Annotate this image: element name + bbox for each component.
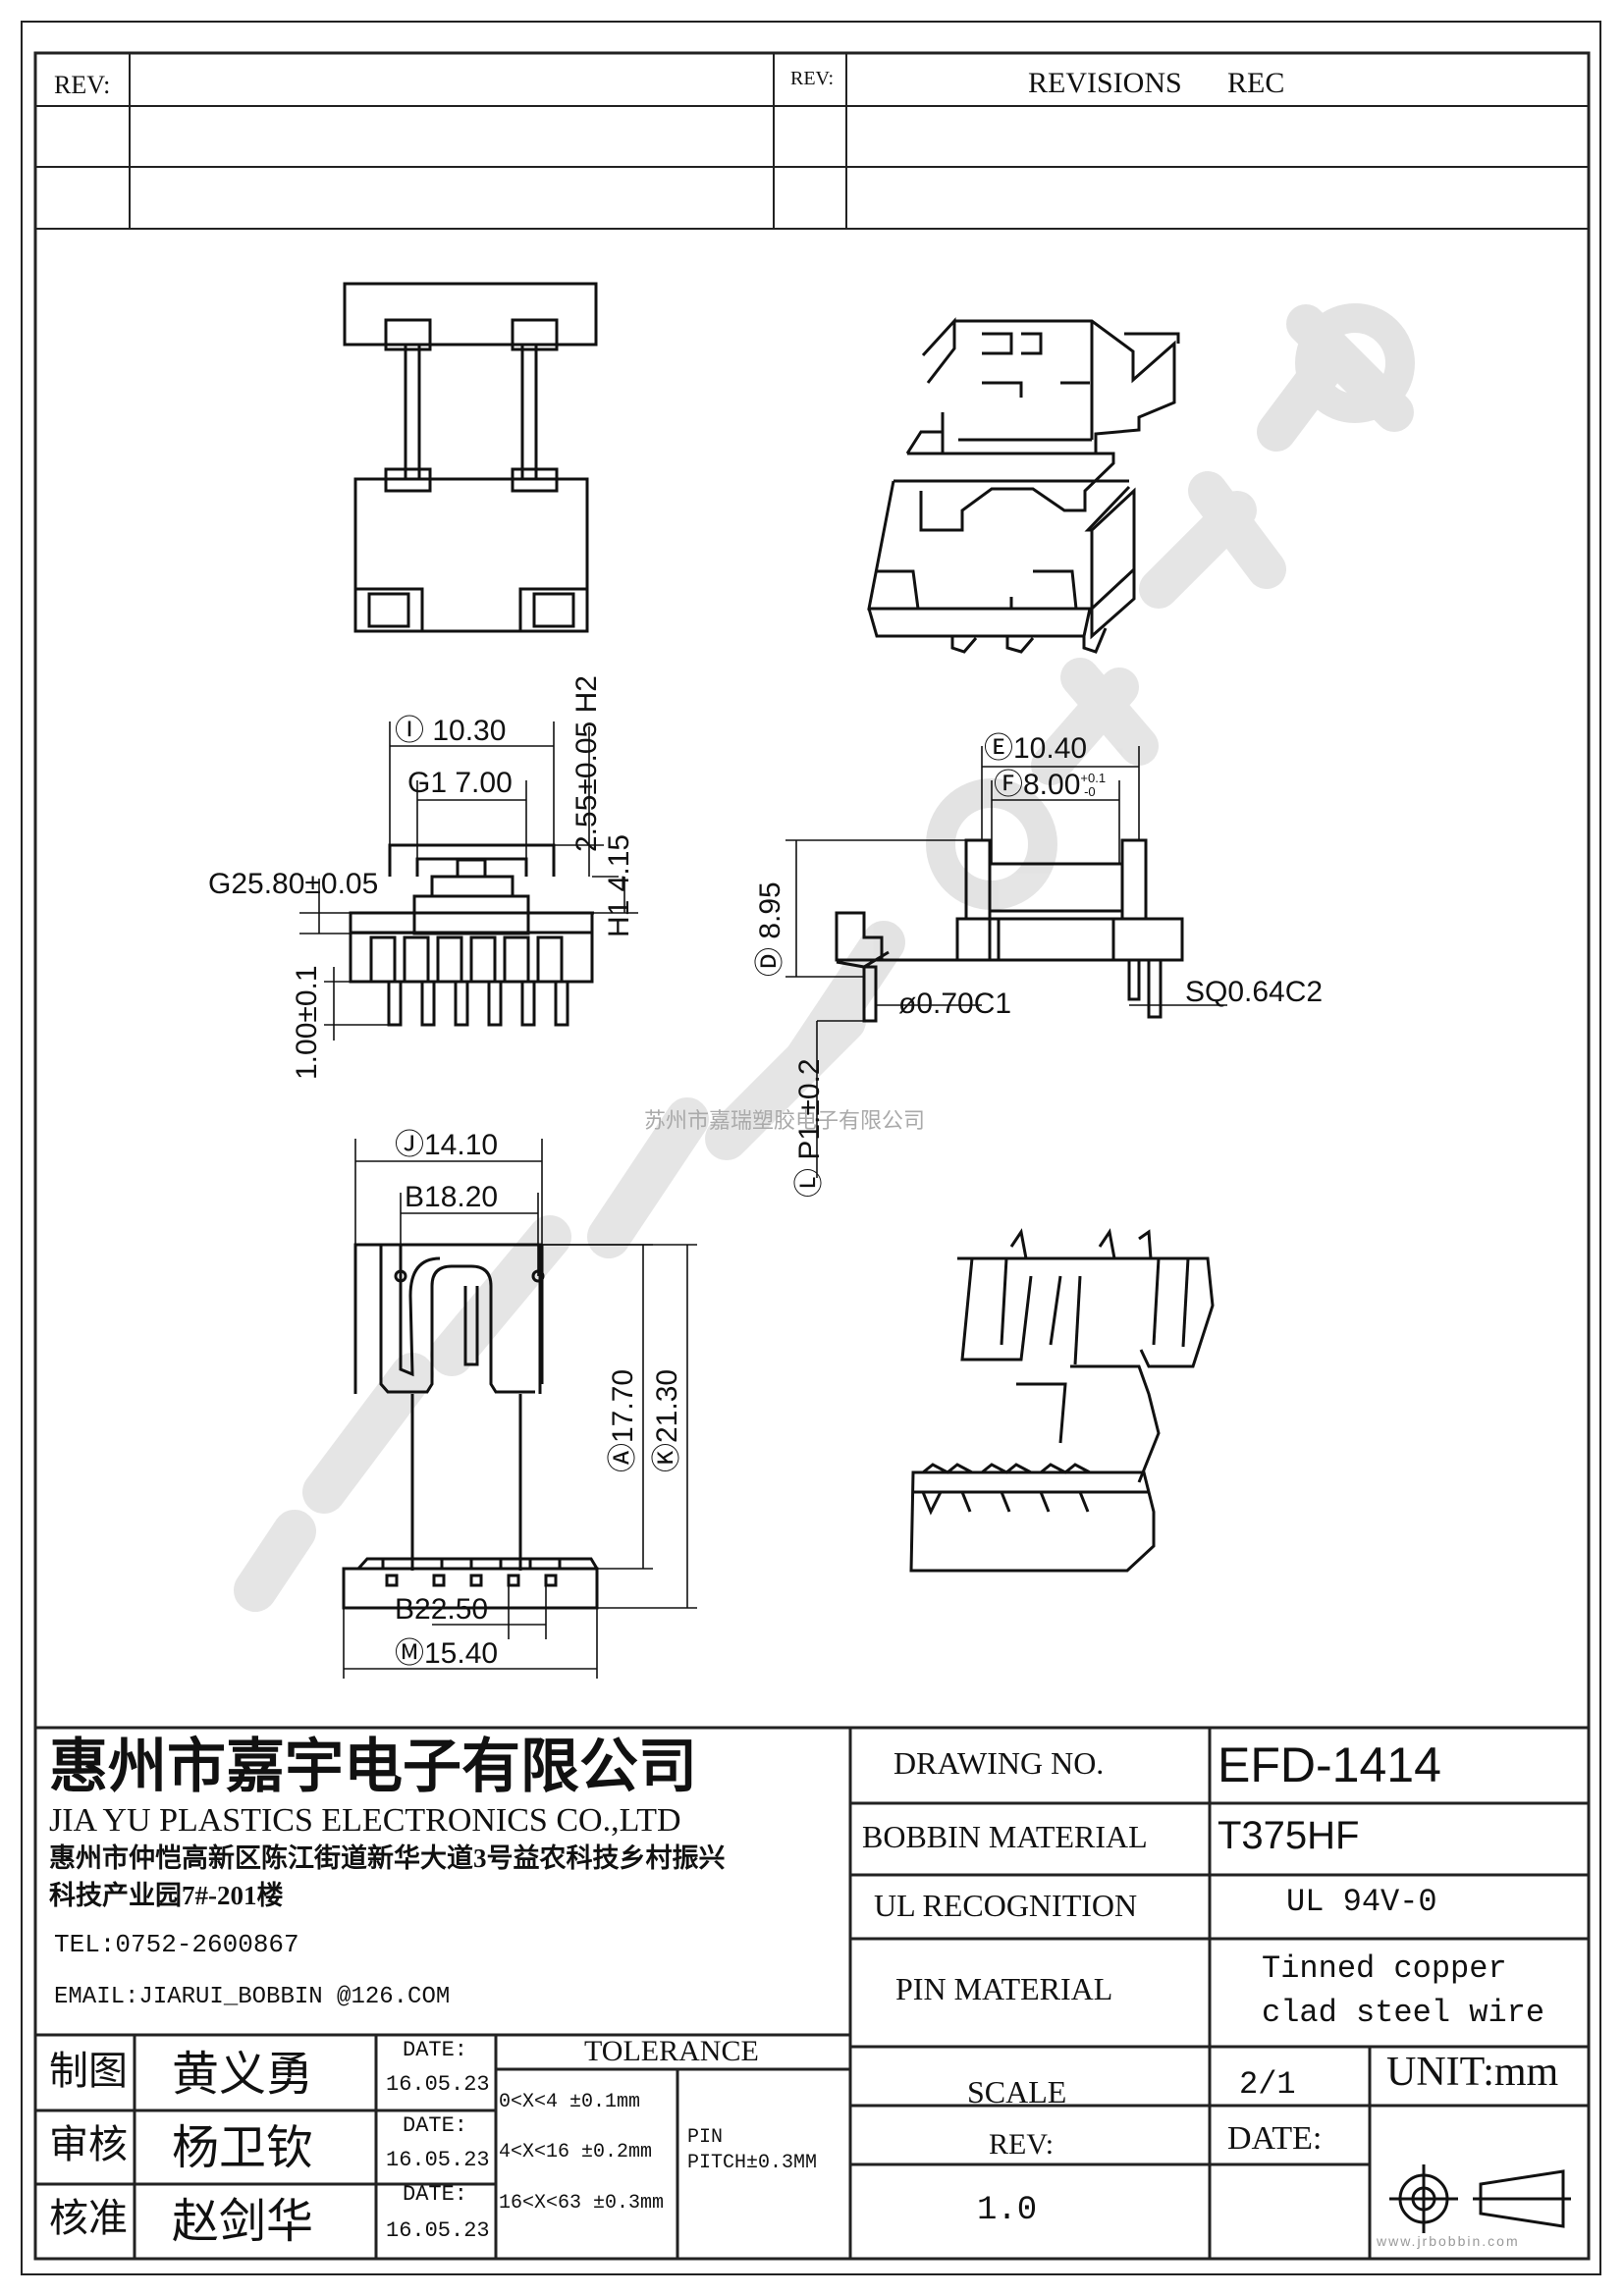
scale-label: SCALE [967,2074,1067,2109]
dim-b2-label: B22.50 [395,1593,489,1626]
view-front [349,843,594,1027]
company-address-line2: 科技产业园7#-201楼 [49,1881,284,1910]
dim-h1-value: 4.15 [603,833,635,892]
bobbin-material-value: T375HF [1218,1814,1360,1857]
dim-e-value: 10.40 [1013,732,1088,765]
view-side [835,838,1184,1023]
approval-role-drawn: 制图 [49,2049,128,2093]
dim-k-value: 21.30 [651,1368,683,1443]
company-email: EMAIL:JIARUI_BOBBIN @126.COM [54,1984,451,2010]
dim-h2-value: 2.55±0.05 [570,721,603,852]
bobbin-material-label: BOBBIN MATERIAL [862,1819,1148,1854]
view-isometric-bottom [909,1228,1215,1573]
dim-l-value: P1.±0.2 [793,1058,826,1160]
dim-c2-value: SQ0.64 [1185,976,1285,1008]
dim-g1-value: 7.00 [455,767,513,799]
drawing-no-value: EFD-1414 [1218,1737,1441,1792]
projection-symbol [1389,2164,1571,2233]
dim-f-value: 8.00 [1023,769,1081,801]
dim-b1-value: 8.20 [440,1181,499,1213]
approval-date-label-approved: DATE: [403,2182,468,2207]
dim-f-tol-lower: -0 [1084,784,1096,799]
date-label-block: DATE: [1227,2120,1323,2157]
approval-date-approved: 16.05.23 [386,2218,490,2243]
dim-h2-label: 2.55±0.05 H2 [570,675,603,852]
dim-c1-value: ø0.70 [898,988,974,1020]
approval-name-approved: 赵剑华 [172,2196,314,2248]
view-isometric-top [867,317,1180,654]
view-bottom-dims [343,1139,697,1679]
dim-d-label: Ⓓ 8.95 [754,881,786,977]
approval-date-label-checked: DATE: [403,2113,468,2138]
scale-value: 2/1 [1239,2066,1296,2103]
dim-f-label: Ⓕ8.00+0.1-0 [994,769,1107,801]
watermark-stamp [234,303,1415,1612]
title-block [35,1726,1589,2259]
tolerance-row-1: 0<X<4 ±0.1mm [499,2091,641,2113]
tolerance-pin-pitch: PITCH±0.3MM [687,2152,818,2174]
approval-date-drawn: 16.05.23 [386,2072,490,2097]
dim-i-value: 10.30 [432,715,507,747]
dim-a-label: Ⓐ17.70 [607,1368,639,1472]
rev-value: 1.0 [977,2192,1038,2229]
ul-recognition-label: UL RECOGNITION [874,1888,1138,1923]
tolerance-title: TOLERANCE [584,2035,759,2067]
dim-k-label: Ⓚ21.30 [651,1368,683,1472]
dim-g2-label: G25.80±0.05 [208,868,379,900]
company-name-cn: 惠州市嘉宇电子有限公司 [49,1735,697,1799]
company-tel: TEL:0752-2600867 [54,1930,299,1959]
dim-g2-value: 5.80±0.05 [247,868,379,900]
ul-recognition-value: UL 94V-0 [1286,1884,1437,1920]
dim-g1-label: G1 7.00 [407,767,513,799]
dim-d-value: 8.95 [754,881,786,939]
dim-e-label: Ⓔ10.40 [984,732,1088,765]
dim-c2-label: SQ0.64C2 [1185,976,1324,1008]
approval-name-drawn: 黄义勇 [172,2049,314,2101]
approval-name-checked: 杨卫钦 [172,2122,314,2174]
tolerance-pin-label: PIN [687,2126,724,2149]
outer-border [21,21,1601,2275]
rev-label-2: REV: [790,68,835,89]
dim-c1-label: ø0.70C1 [898,988,1012,1020]
tolerance-row-3: 16<X<63 ±0.3mm [499,2192,665,2215]
dim-m-value: 15.40 [424,1637,499,1670]
approval-role-approved: 核准 [49,2196,128,2240]
view-side-dims [785,746,1227,1178]
approval-role-checked: 审核 [49,2122,128,2166]
company-name-en: JIA YU PLASTICS ELECTRONICS CO.,LTD [49,1802,681,1839]
rev-label: REV: [54,71,111,99]
approval-date-checked: 16.05.23 [386,2148,490,2172]
dim-i-label: Ⓘ 10.30 [395,715,507,747]
footer-url: www.jrbobbin.com [1377,2233,1520,2249]
dim-h1-label: H1 4.15 [603,833,635,937]
dim-j-value: 14.10 [424,1129,499,1161]
dim-f-tol-upper: +0.1 [1080,771,1107,785]
revision-table [35,53,1589,230]
view-top [343,282,598,633]
unit-label: UNIT:mm [1386,2050,1559,2095]
revisions-label: REVISIONS [1028,67,1182,99]
view-front-dims [299,721,638,1041]
dim-a-value: 17.70 [607,1368,639,1443]
dim-m-label: Ⓜ15.40 [395,1637,499,1670]
dim-b2-value: 2.50 [430,1593,489,1626]
drawing-no-label: DRAWING NO. [893,1745,1105,1781]
pin-material-line2: clad steel wire [1262,1995,1545,2031]
dim-pin-length: 1.00±0.1 [291,965,323,1080]
company-address-line1: 惠州市仲恺高新区陈江街道新华大道3号益农科技乡村振兴 [49,1843,726,1873]
pin-material-label: PIN MATERIAL [895,1971,1113,2006]
watermark-text: 苏州市嘉瑞塑胶电子有限公司 [644,1108,926,1133]
dim-l-label: Ⓛ P1.±0.2 [793,1058,826,1198]
approval-date-label-drawn: DATE: [403,2038,468,2062]
rev-label-block: REV: [989,2128,1055,2161]
tolerance-row-2: 4<X<16 ±0.2mm [499,2141,653,2163]
rec-label: REC [1227,67,1285,99]
dim-j-label: Ⓙ14.10 [395,1129,499,1161]
pin-material-line1: Tinned copper [1262,1950,1507,1987]
inner-border [33,51,1591,2261]
dim-b1-label: B18.20 [405,1181,499,1213]
